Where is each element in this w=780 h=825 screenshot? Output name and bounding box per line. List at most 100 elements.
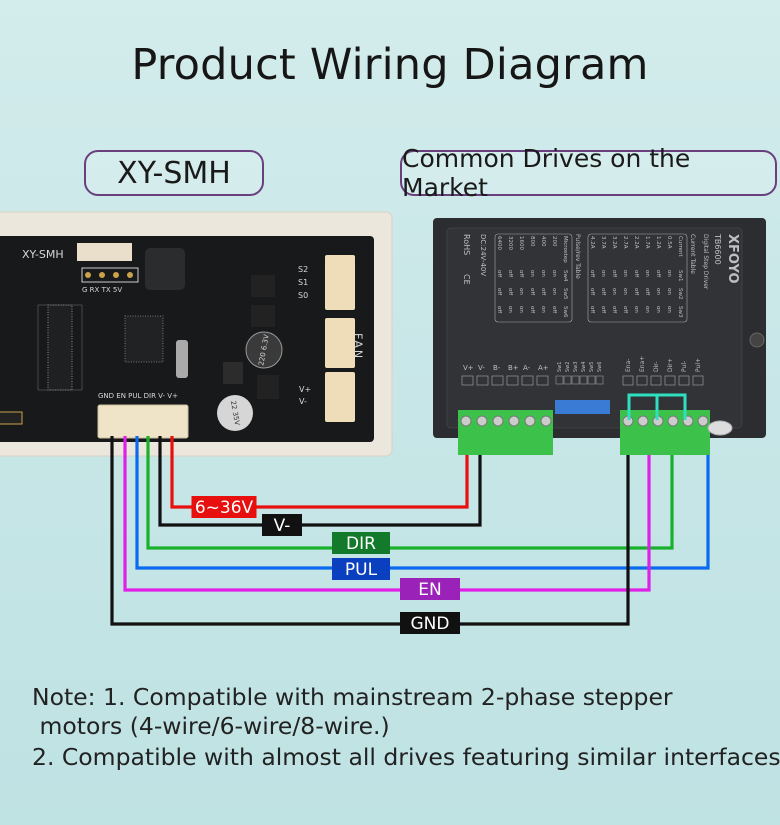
table-cell: 3200 xyxy=(507,236,513,250)
signal-connector xyxy=(97,404,189,439)
pin-vminus: V- xyxy=(299,397,307,406)
terminal-screw xyxy=(508,415,520,427)
table-cell: 1.2A xyxy=(655,236,661,249)
switch-label: Sw4 xyxy=(581,362,587,372)
terminal-screw xyxy=(492,415,504,427)
terminal-screw xyxy=(524,415,536,427)
dip-switch xyxy=(555,400,610,414)
terminal-label: B- xyxy=(493,364,501,372)
table-cell: Microstep xyxy=(562,236,568,263)
table-cell: on xyxy=(540,306,546,313)
terminal-label: Dir- xyxy=(653,361,660,372)
terminal-screw xyxy=(540,415,552,427)
wire-label-box xyxy=(400,612,460,634)
signal-terminal-block xyxy=(620,410,710,455)
power-connector xyxy=(325,372,355,422)
table-cell: on xyxy=(655,306,661,313)
ce-mark: CE xyxy=(462,274,471,285)
table-cell: off xyxy=(529,288,535,295)
table-cell: on xyxy=(529,270,535,277)
table-cell: off xyxy=(611,306,617,313)
terminal-label: Pul+ xyxy=(695,358,702,372)
table-cell: off xyxy=(644,288,650,295)
table-cell: on xyxy=(666,270,672,277)
drive-brand: XFOYO xyxy=(725,234,740,284)
connector-pin-labels: GND EN PUL DIR V- V+ xyxy=(98,392,178,400)
table-cell: Sw3 xyxy=(677,306,683,318)
table-cell: off xyxy=(551,306,557,313)
switch-label: Sw2 xyxy=(565,362,571,372)
terminal-screw xyxy=(460,415,472,427)
terminal-label: Pul- xyxy=(681,361,688,372)
table-cell: off xyxy=(496,288,502,295)
wire-636v xyxy=(170,436,469,509)
table-cell: off xyxy=(496,270,502,277)
pin-s0: S0 xyxy=(298,291,308,300)
switch-label: Sw1 xyxy=(557,362,563,372)
table-cell: Sw6 xyxy=(562,306,568,318)
terminal-label: Ena- xyxy=(625,359,632,372)
rohs-mark: RoHS xyxy=(462,234,471,255)
table-cell: off xyxy=(529,306,535,313)
table-cell: on xyxy=(551,270,557,277)
table-cell: off xyxy=(622,306,628,313)
table-cell: on xyxy=(507,306,513,313)
table-cell: off xyxy=(507,270,513,277)
table-cell: Current xyxy=(677,236,683,258)
table-cell: off xyxy=(611,270,617,277)
table-cell: 4.2A xyxy=(589,236,595,249)
table-cell: off xyxy=(600,288,606,295)
switch-label: Sw3 xyxy=(573,362,579,372)
uart-pin-labels: G RX TX 5V xyxy=(82,286,122,294)
pin-vplus: V+ xyxy=(299,385,311,394)
table-cell: off xyxy=(518,270,524,277)
terminal-label: V+ xyxy=(463,364,474,372)
pulse-table: MicrostepSw4Sw5Sw6200ononoff400onoffon80… xyxy=(494,233,573,323)
switch-label: Sw5 xyxy=(589,362,595,372)
wire-pul xyxy=(135,436,710,570)
terminal-screw xyxy=(697,415,709,427)
table-cell: 2.2A xyxy=(633,236,639,249)
switch-label: Sw6 xyxy=(597,362,603,372)
table-cell: on xyxy=(622,270,628,277)
table-cell: on xyxy=(622,288,628,295)
terminal-screw xyxy=(476,415,488,427)
xy-smh-board: XY-SMH G RX TX 5V 220 6.3V 22 35V S2 S1 … xyxy=(0,211,393,457)
table-cell: Sw1 xyxy=(677,270,683,282)
sensor-connector xyxy=(325,255,355,310)
note-line-2: motors (4-wire/6-wire/8-wire.) xyxy=(32,712,390,740)
terminal-label: Ena+ xyxy=(639,356,646,372)
note-line-3: 2. Compatible with almost all drives fea… xyxy=(32,743,780,771)
pin-s1: S1 xyxy=(298,278,308,287)
drive-voltage: DC:24V-40V xyxy=(479,234,487,276)
table-cell: off xyxy=(655,270,661,277)
table-cell: on xyxy=(666,288,672,295)
table-cell: Sw4 xyxy=(562,270,568,282)
table-cell: off xyxy=(633,288,639,295)
wire-gnd xyxy=(110,436,630,626)
wire-label: DIR xyxy=(346,534,376,554)
terminal-label: A- xyxy=(523,364,531,372)
table-cell: on xyxy=(540,270,546,277)
table-cell: 200 xyxy=(551,236,557,247)
note-line-1: Note: 1. Compatible with mainstream 2-ph… xyxy=(32,683,673,711)
table-cell: 400 xyxy=(540,236,546,247)
table-cell: 800 xyxy=(529,236,535,247)
terminal-label: V- xyxy=(478,364,485,372)
table-cell: 3.7A xyxy=(600,236,606,249)
current-table: CurrentSw1Sw2Sw30.5Aononon1.2Aoffonon1.7… xyxy=(587,233,688,323)
table-cell: on xyxy=(600,270,606,277)
table-cell: off xyxy=(633,270,639,277)
table-cell: on xyxy=(518,306,524,313)
wire-dir xyxy=(146,436,674,550)
wire-en xyxy=(123,436,651,592)
terminal-screw xyxy=(667,415,679,427)
table-cell: off xyxy=(589,306,595,313)
tb6600-drive: XFOYO TB6600 Digital Step Driver Current… xyxy=(433,218,766,455)
common-drives-label: Common Drives on the Market xyxy=(400,144,777,202)
wire-label-box xyxy=(191,496,257,518)
xy-smh-label: XY-SMH xyxy=(84,150,264,196)
terminal-label: A+ xyxy=(538,364,549,372)
